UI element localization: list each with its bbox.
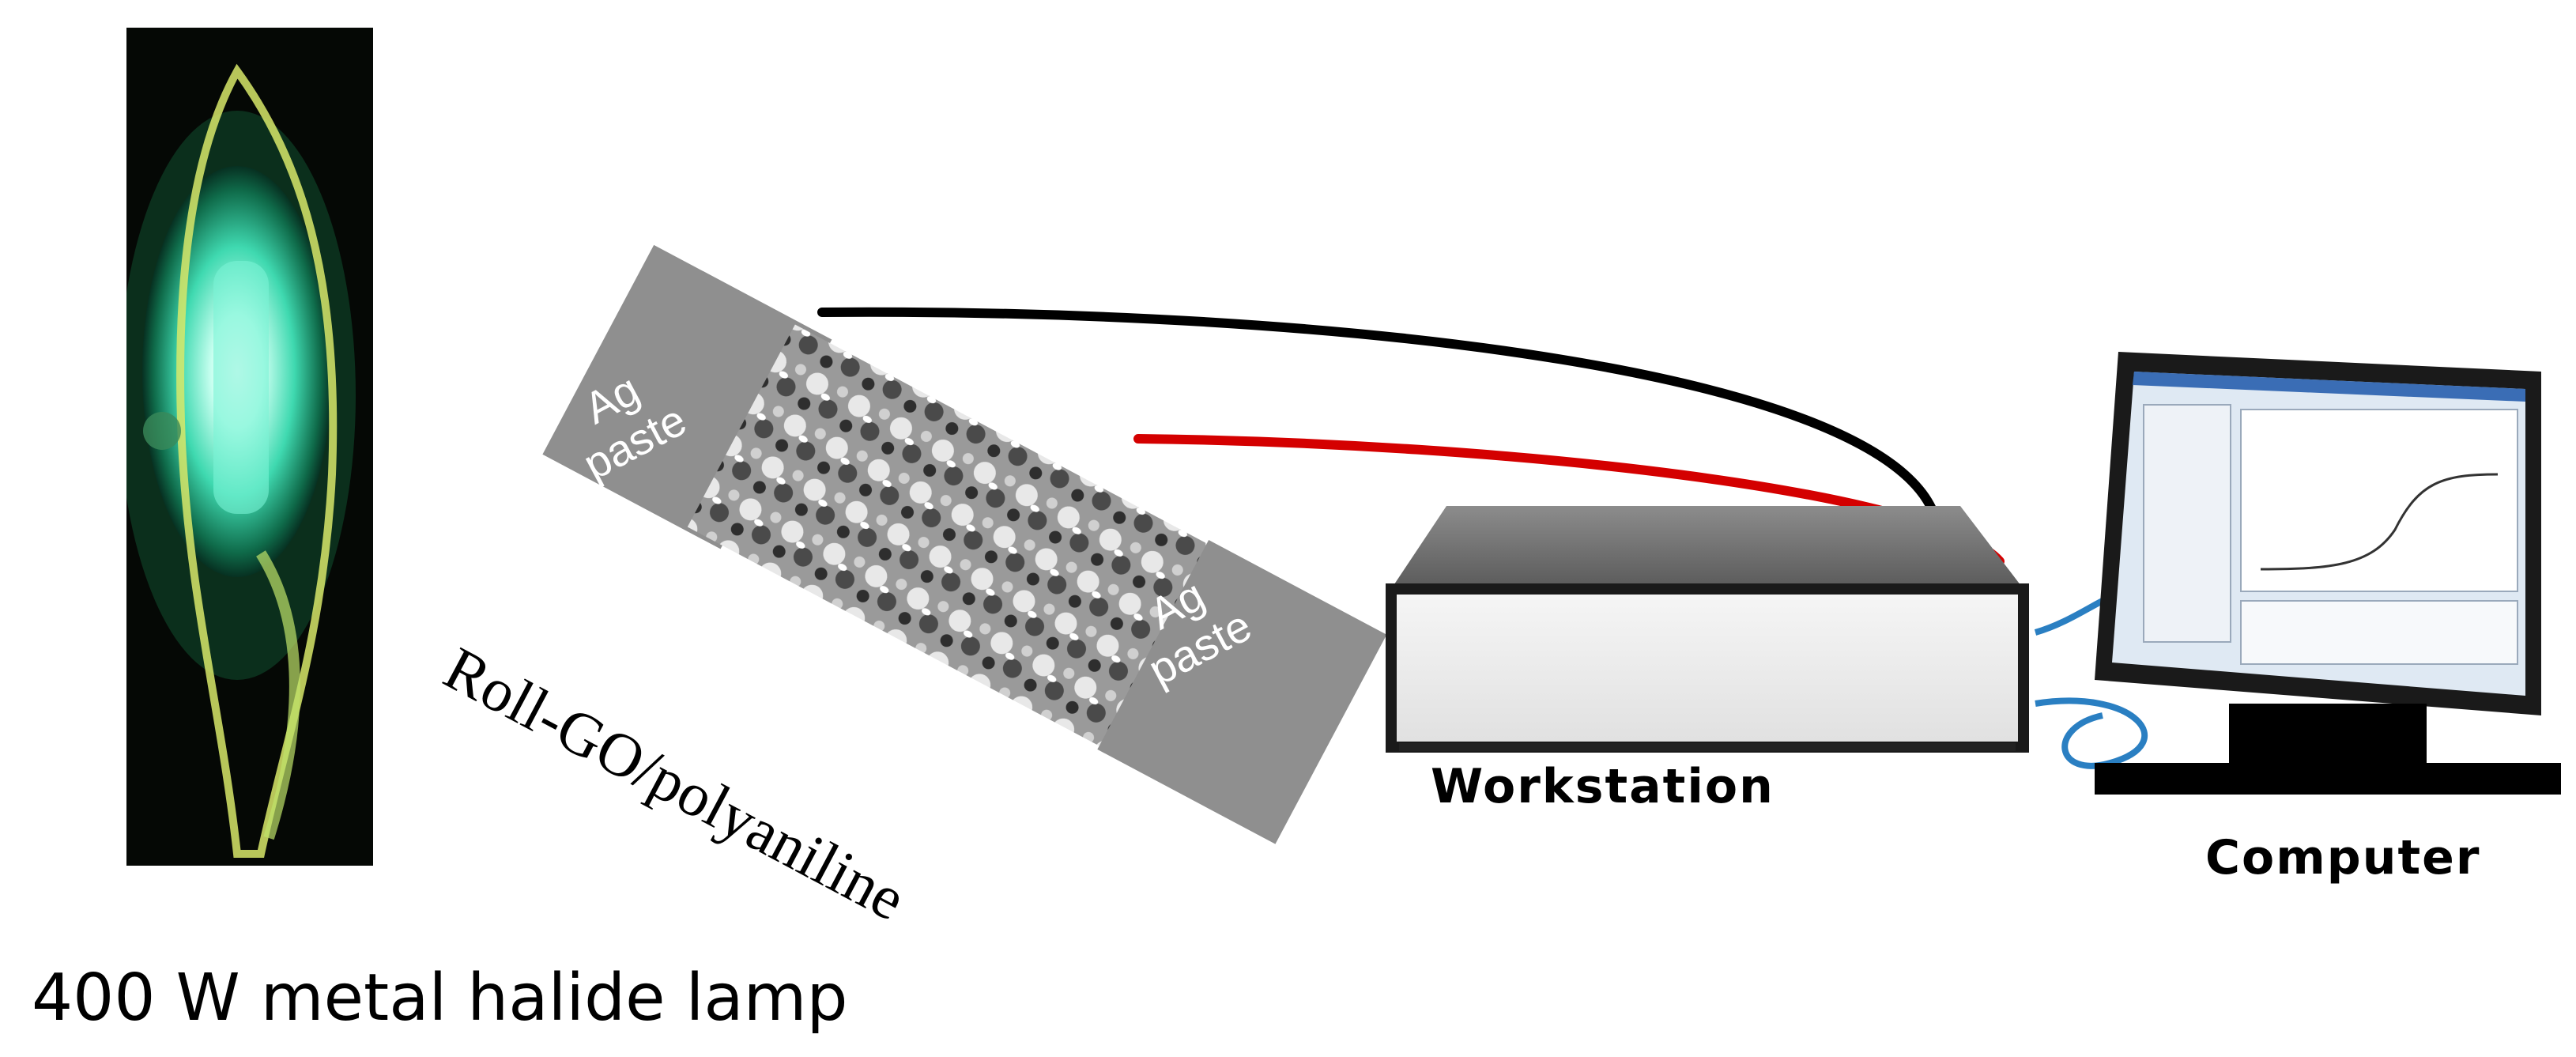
workstation-label: Workstation bbox=[1431, 759, 1775, 814]
workstation-box bbox=[1386, 506, 2029, 753]
lamp-caption: 400 W metal halide lamp bbox=[32, 961, 848, 1036]
monitor-base bbox=[2095, 763, 2561, 795]
computer bbox=[2095, 352, 2561, 795]
usb-cable bbox=[2034, 598, 2148, 769]
monitor-stand bbox=[2229, 704, 2427, 767]
screen-plot bbox=[2240, 409, 2518, 592]
ag-paste-electrode-right bbox=[1097, 540, 1387, 844]
sem-film-image bbox=[687, 324, 1242, 764]
photodetector-device bbox=[542, 244, 1387, 844]
black-wire bbox=[817, 307, 1941, 527]
metal-halide-lamp bbox=[126, 28, 373, 866]
computer-label: Computer bbox=[2205, 830, 2481, 885]
